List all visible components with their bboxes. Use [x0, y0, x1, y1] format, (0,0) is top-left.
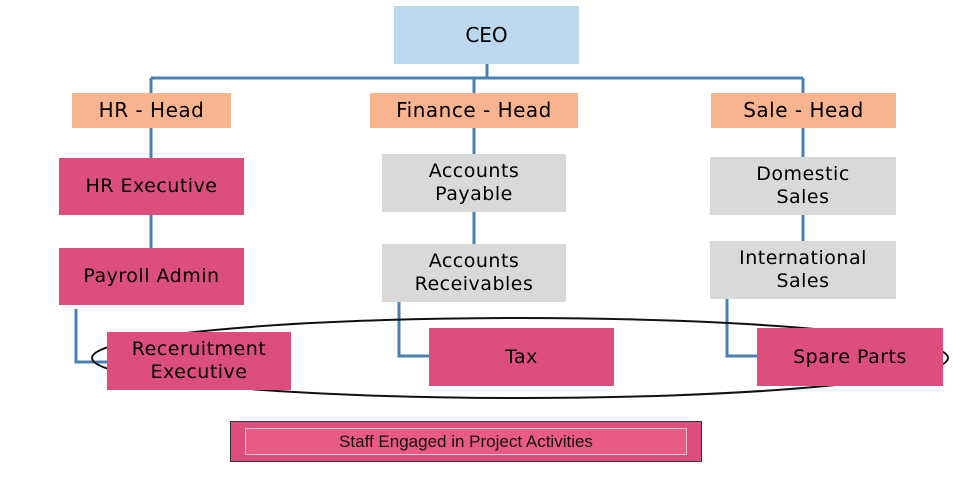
accounts-payable-node: Accounts Payable: [382, 154, 566, 212]
spare-parts-connector: [725, 299, 757, 358]
finance-head-node: Finance - Head: [370, 93, 578, 128]
legend-label: Staff Engaged in Project Activities: [245, 428, 687, 455]
payroll-admin-node: Payroll Admin: [59, 248, 244, 305]
legend-box: Staff Engaged in Project Activities: [230, 421, 702, 462]
ceo-node: CEO: [394, 6, 579, 64]
domestic-sales-node: Domestic Sales: [710, 157, 896, 215]
recruitment-connector: [74, 309, 107, 364]
hr-executive-node: HR Executive: [59, 158, 244, 215]
accounts-receivables-node: Accounts Receivables: [382, 244, 566, 302]
spare-parts-node: Spare Parts: [757, 328, 943, 386]
project-staff-ellipse: [91, 317, 949, 399]
hr-head-node: HR - Head: [72, 93, 231, 128]
recruitment-executive-node: Receruitment Executive: [107, 332, 291, 390]
tax-connector: [397, 302, 429, 358]
sale-head-node: Sale - Head: [711, 93, 896, 128]
tax-node: Tax: [429, 328, 614, 386]
international-sales-node: International Sales: [710, 241, 896, 299]
